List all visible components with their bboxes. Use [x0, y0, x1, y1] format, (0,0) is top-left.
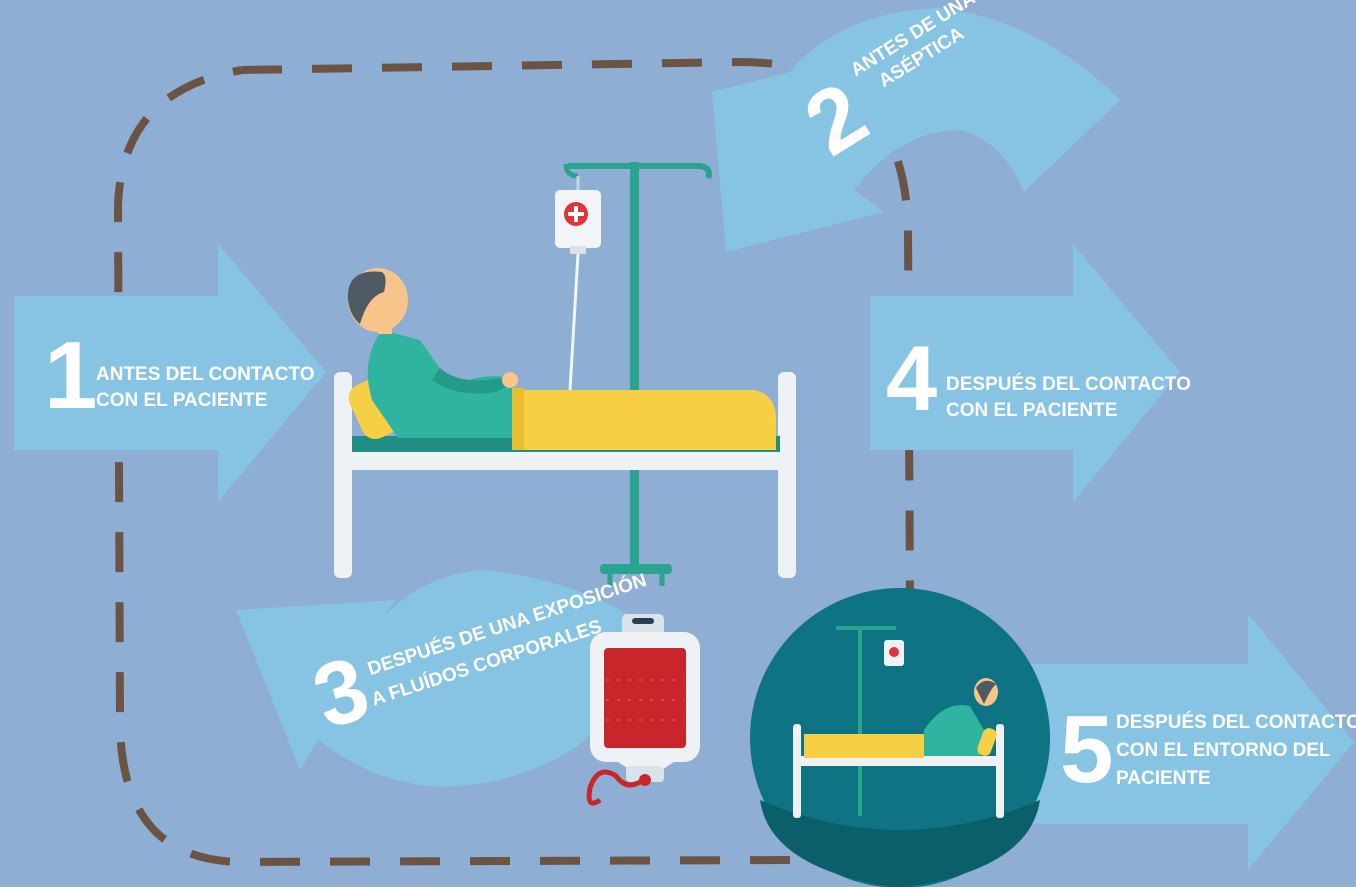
- moment-5-text-line1: DESPUÉS DEL CONTACTO: [1116, 711, 1356, 733]
- moment-4-number: 4: [886, 328, 937, 430]
- blanket: [512, 388, 776, 450]
- moment-1-text-line2: CON EL PACIENTE: [96, 390, 267, 411]
- moment-5-text-line2: CON EL ENTORNO DEL: [1116, 740, 1331, 761]
- moment-5-number: 5: [1060, 696, 1113, 803]
- moment-1-text-line1: ANTES DEL CONTACTO: [96, 364, 315, 385]
- patient-figure: [344, 268, 518, 444]
- blood-bag-icon: [589, 614, 700, 803]
- patient-environment-circle: [750, 588, 1050, 887]
- iv-bag-icon: [555, 176, 601, 390]
- moment-5-text-line3: PACIENTE: [1116, 768, 1211, 789]
- moment-1-number: 1: [44, 322, 97, 429]
- moment-4-text-line2: CON EL PACIENTE: [946, 400, 1117, 421]
- moment-4-text-line1: DESPUÉS DEL CONTACTO: [946, 373, 1191, 395]
